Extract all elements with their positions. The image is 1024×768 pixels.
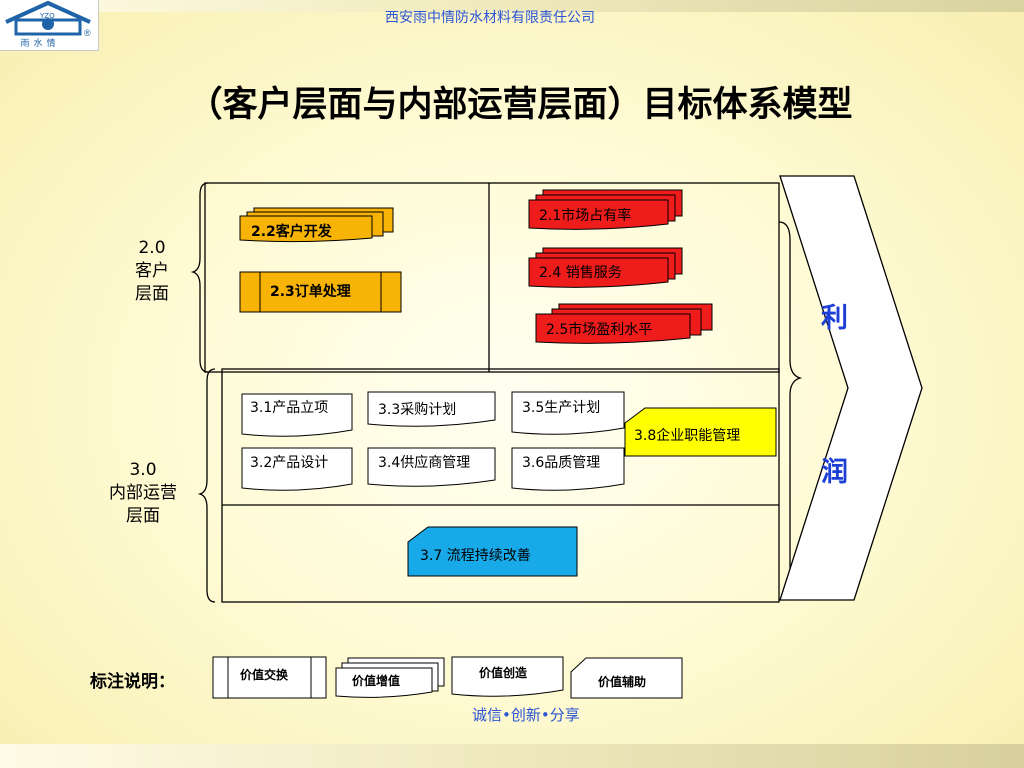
item-production-plan-shape: [511, 391, 625, 435]
item-sales-service-label: 2.4 销售服务: [539, 265, 622, 281]
svg-text:YZQ: YZQ: [39, 12, 55, 20]
customer-layer-label-line1: 2.0: [138, 238, 166, 258]
item-function-mgmt-label: 3.8企业职能管理: [634, 428, 741, 444]
internal-layer-label-line1: 3.0: [129, 460, 157, 480]
item-supplier-mgmt-label: 3.4供应商管理: [378, 455, 471, 471]
customer-left-brace: [190, 182, 209, 373]
internal-layer-label-line2: 内部运营: [109, 483, 177, 503]
legend-title: 标注说明：: [90, 672, 175, 692]
profit-char-li: 利: [821, 303, 848, 334]
item-process-improvement-shape: [407, 526, 578, 577]
item-market-share-label: 2.1市场占有率: [539, 208, 632, 224]
legend-value-exchange-label: 价值交换: [240, 668, 289, 682]
legend-value-support-shape: [570, 657, 683, 699]
legend-value-support-label: 价值辅助: [598, 675, 647, 689]
profit-char-run: 润: [821, 457, 848, 488]
item-product-design-shape: [241, 447, 353, 491]
legend-value-create-shape: [451, 656, 564, 697]
slogan: 诚信•创新•分享: [472, 706, 580, 724]
item-production-plan-label: 3.5生产计划: [522, 400, 601, 416]
item-quality-mgmt-label: 3.6品质管理: [522, 455, 601, 471]
customer-layer-frame: [204, 182, 780, 373]
legend-value-create-label: 价值创造: [479, 666, 528, 680]
internal-layer-frame: [221, 368, 780, 603]
company-name: 西安雨中情防水材料有限责任公司: [385, 9, 595, 25]
item-supplier-mgmt-shape: [367, 447, 496, 487]
item-product-initiation-shape: [241, 393, 353, 437]
item-order-processing-label: 2.3订单处理: [270, 284, 351, 300]
legend-value-add-shape: [335, 657, 445, 698]
right-brace: [778, 221, 803, 601]
legend-value-add-label: 价值增值: [352, 674, 401, 688]
internal-layer-label-line3: 层面: [126, 506, 160, 526]
legend-value-exchange-shape: [212, 656, 327, 699]
item-function-mgmt-shape: [624, 407, 777, 457]
item-quality-mgmt-shape: [511, 447, 625, 491]
house-logo-icon: YZQ: [5, 0, 91, 36]
company-logo: YZQ 雨水情 ®: [0, 0, 99, 51]
item-sales-service: [528, 247, 683, 288]
item-process-improvement-label: 3.7 流程持续改善: [420, 548, 531, 564]
logo-text: 雨水情: [20, 39, 60, 49]
customer-layer-label-line3: 层面: [135, 284, 169, 304]
customer-layer-label: 2.0 客户 层面: [120, 237, 184, 306]
item-customer-development: [239, 207, 394, 243]
item-order-processing: [239, 271, 402, 313]
item-market-profit: [535, 303, 713, 344]
customer-layer-label-line2: 客户: [135, 261, 169, 281]
item-market-profit-label: 2.5市场盈利水平: [546, 322, 653, 338]
item-purchase-plan-label: 3.3采购计划: [378, 402, 457, 418]
internal-left-brace: [197, 368, 216, 603]
item-customer-development-label: 2.2客户开发: [251, 224, 332, 240]
registered-mark: ®: [84, 28, 91, 38]
internal-layer-label: 3.0 内部运营 层面: [100, 459, 186, 528]
item-purchase-plan-shape: [367, 391, 496, 427]
bottom-decor-bar: [0, 744, 1024, 768]
item-product-initiation-label: 3.1产品立项: [250, 400, 329, 416]
item-product-design-label: 3.2产品设计: [250, 455, 329, 471]
page-title: （客户层面与内部运营层面）目标体系模型: [187, 85, 853, 125]
item-market-share: [528, 189, 683, 230]
top-decor-bar: [0, 0, 1024, 12]
profit-arrow: [779, 175, 923, 601]
